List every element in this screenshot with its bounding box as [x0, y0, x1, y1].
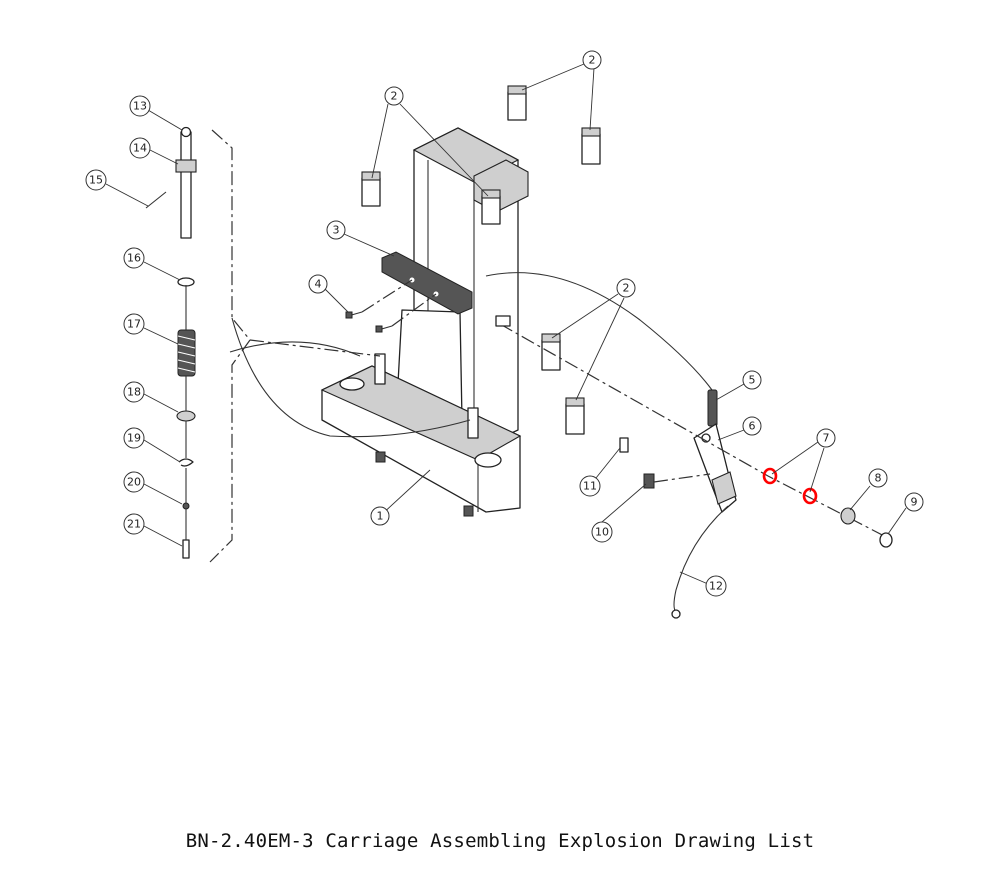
callout-8: 8: [868, 468, 888, 488]
callout-13: 13: [129, 95, 151, 117]
callout-2b: 2: [582, 50, 602, 70]
svg-text:8: 8: [875, 472, 882, 485]
part-9-ring: [879, 532, 893, 548]
svg-text:5: 5: [749, 374, 756, 387]
callout-10: 10: [591, 521, 613, 543]
svg-text:3: 3: [333, 224, 340, 237]
callout-9: 9: [904, 492, 924, 512]
svg-text:4: 4: [315, 278, 322, 291]
callout-11: 11: [579, 475, 601, 497]
part-13-shaft: [180, 131, 192, 239]
assembly-bracket-dashed: [209, 129, 251, 563]
part-7-washer-a: [762, 467, 778, 485]
shaft-assembly: [145, 126, 197, 559]
callout-21: 21: [123, 513, 145, 535]
callout-6: 6: [742, 416, 762, 436]
callout-20: 20: [123, 471, 145, 493]
callout-2a: 2: [384, 86, 404, 106]
svg-text:19: 19: [127, 432, 141, 445]
callout-1: 1: [370, 506, 390, 526]
callout-14: 14: [129, 137, 151, 159]
cable-lower: [229, 341, 361, 357]
pad-c: [581, 127, 601, 165]
pad-a: [361, 171, 381, 207]
part-7-washer-b: [802, 487, 818, 505]
part-5-spring: [707, 389, 718, 427]
part-8-washer: [840, 507, 856, 525]
part-20-ball: [182, 502, 190, 510]
leader-lines: [105, 63, 907, 585]
axle-stub: [495, 315, 511, 327]
svg-text:11: 11: [583, 480, 597, 493]
drawing-caption: BN-2.40EM-3 Carriage Assembling Explosio…: [185, 830, 815, 852]
callout-15: 15: [85, 169, 107, 191]
svg-text:2: 2: [391, 90, 398, 103]
part-2-pads: [361, 85, 601, 435]
part-11-screw: [619, 437, 629, 453]
part-10-spring-small: [643, 473, 655, 489]
part-17-spring: [177, 329, 196, 377]
dash-to-body: [249, 339, 381, 357]
svg-text:15: 15: [89, 174, 103, 187]
svg-text:6: 6: [749, 420, 756, 433]
svg-text:17: 17: [127, 318, 141, 331]
callout-3: 3: [326, 220, 346, 240]
base-pin-right: [467, 407, 479, 439]
callout-4: 4: [308, 274, 328, 294]
part-16-washer: [177, 277, 195, 287]
part-12-cable: [673, 505, 729, 613]
cable-upper: [485, 272, 713, 391]
svg-text:10: 10: [595, 526, 609, 539]
svg-text:14: 14: [133, 142, 147, 155]
callout-7: 7: [816, 428, 836, 448]
svg-text:9: 9: [911, 496, 918, 509]
svg-text:2: 2: [623, 282, 630, 295]
pad-e: [541, 333, 561, 371]
callout-16: 16: [123, 247, 145, 269]
part-15-pin: [145, 191, 167, 209]
base-pin-left: [374, 353, 386, 385]
svg-text:7: 7: [823, 432, 830, 445]
part-21-screw: [182, 539, 190, 559]
part-14-collar: [175, 159, 197, 173]
callout-5: 5: [742, 370, 762, 390]
callout-19: 19: [123, 427, 145, 449]
callout-17: 17: [123, 313, 145, 335]
part-19-clip: [178, 458, 194, 467]
part-18-washer: [176, 410, 196, 422]
cable-loop: [231, 317, 471, 438]
callout-2c: 2: [616, 278, 636, 298]
svg-text:13: 13: [133, 100, 147, 113]
pad-f: [565, 397, 585, 435]
svg-text:16: 16: [127, 252, 141, 265]
pad-b: [507, 85, 527, 121]
svg-text:21: 21: [127, 518, 141, 531]
part-13-shaft-head: [180, 126, 192, 138]
part-4-bolts: [345, 279, 437, 333]
svg-text:12: 12: [709, 580, 723, 593]
svg-text:20: 20: [127, 476, 141, 489]
svg-text:2: 2: [589, 54, 596, 67]
svg-text:1: 1: [377, 510, 384, 523]
callout-12: 12: [705, 575, 727, 597]
svg-text:18: 18: [127, 386, 141, 399]
pad-d: [481, 189, 501, 225]
callout-18: 18: [123, 381, 145, 403]
